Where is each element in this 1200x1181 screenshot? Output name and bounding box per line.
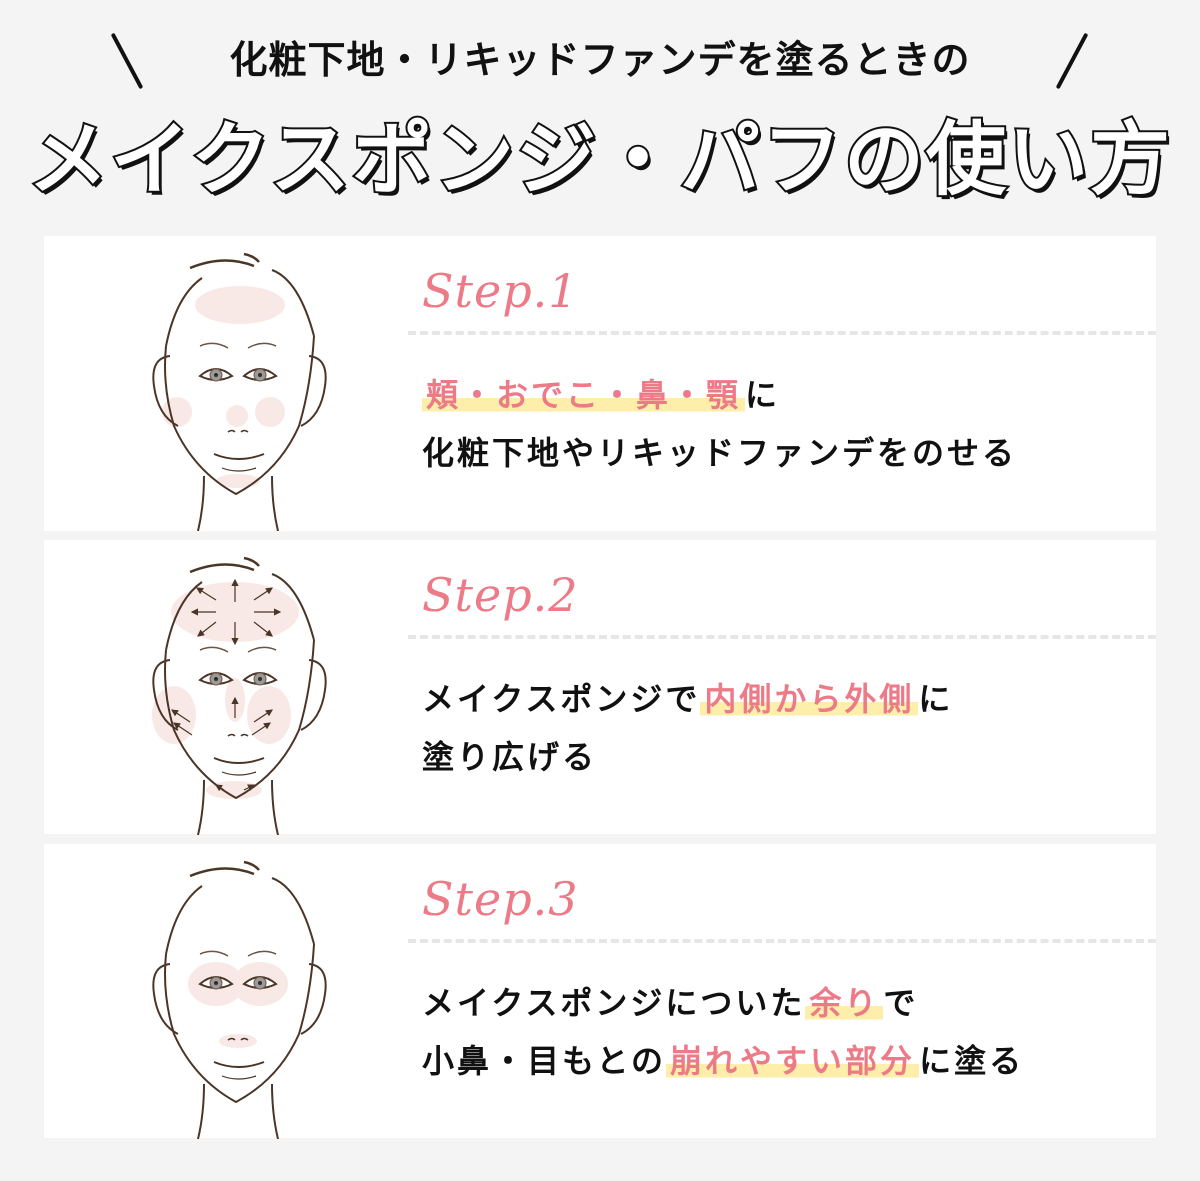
dashed-divider (408, 939, 1156, 943)
description-line: メイクスポンジについた余りで (422, 984, 919, 1022)
step-label: Step.1 (422, 264, 579, 318)
dashed-divider (408, 635, 1156, 639)
dashed-divider (408, 331, 1156, 335)
step-card-3: Step.3 メイクスポンジについた余りで 小鼻・目もとの崩れやすい部分に塗る (44, 844, 1156, 1139)
highlighted-text: 頬・おでこ・鼻・顎 (422, 376, 746, 414)
step-label: Step.3 (422, 872, 579, 926)
face-illustration-step-2 (152, 556, 327, 835)
description-line: 頬・おでこ・鼻・顎に (422, 366, 1017, 424)
description-line: 小鼻・目もとの崩れやすい部分に塗る (422, 1042, 1025, 1080)
face-illustration-step-1 (152, 252, 327, 531)
description-line: メイクスポンジで内側から外側に (422, 680, 954, 718)
highlighted-text: 余り (805, 984, 884, 1022)
highlighted-text: 内側から外側 (700, 680, 919, 718)
face-illustration-step-3 (152, 860, 327, 1139)
highlighted-text: 崩れやすい部分 (666, 1042, 920, 1080)
description-line: 化粧下地やリキッドファンデをのせる (422, 434, 1018, 472)
description-line: 塗り広げる (422, 738, 598, 776)
step-description: メイクスポンジについた余りで 小鼻・目もとの崩れやすい部分に塗る (422, 974, 1024, 1090)
subtitle: 化粧下地・リキッドファンデを塗るときの (229, 38, 971, 82)
step-card-2: Step.2 メイクスポンジで内側から外側に 塗り広げる (44, 540, 1156, 835)
step-description: 頬・おでこ・鼻・顎に 化粧下地やリキッドファンデをのせる (422, 366, 1017, 482)
step-label: Step.2 (422, 568, 579, 622)
step-description: メイクスポンジで内側から外側に 塗り広げる (422, 670, 953, 786)
step-card-1: Step.1 頬・おでこ・鼻・顎に 化粧下地やリキッドファンデをのせる (44, 236, 1156, 531)
page-title: メイクスポンジ・パフの使い方 (26, 111, 1172, 208)
